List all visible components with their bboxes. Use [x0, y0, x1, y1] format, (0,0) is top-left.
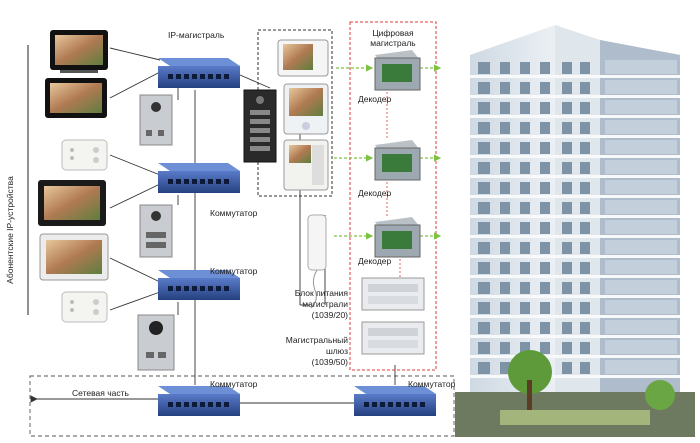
trunk-gateway-label-line2: шлюз — [325, 346, 348, 356]
trunk-gateway-unit — [361, 321, 425, 355]
digital-trunk-label: Цифровая магистраль — [356, 28, 430, 48]
decoder-label-3: Декодер — [358, 256, 392, 266]
connection-lines — [30, 47, 396, 404]
trunk-gateway-label-line3: (1039/50) — [311, 357, 348, 367]
decoder-label-2: Декодер — [358, 188, 392, 198]
door-station-3 — [137, 314, 175, 371]
network-switch-3 — [158, 270, 240, 300]
switch-label-3: Коммутатор — [210, 379, 258, 389]
switch-label-4: Коммутатор — [408, 379, 456, 389]
power-supply-label-line2: магистрали — [302, 299, 348, 309]
switch-label-2: Коммутатор — [210, 266, 258, 276]
network-switch-4 — [158, 386, 240, 416]
digital-trunk-label-line2: магистраль — [370, 38, 416, 48]
subscriber-devices-label-wrap: Абонентские IP-устройства — [5, 150, 15, 310]
power-supply-unit — [361, 277, 425, 311]
video-monitor-2 — [45, 78, 107, 118]
power-supply-label-line1: Блок питания — [294, 288, 348, 298]
decoder-module-2 — [374, 140, 421, 181]
network-switch-1 — [158, 58, 240, 88]
indoor-video-panel-3 — [283, 139, 329, 191]
digital-trunk-label-line1: Цифровая — [372, 28, 414, 38]
door-station-1 — [139, 94, 173, 146]
video-monitor-1 — [50, 30, 108, 73]
digital-trunk-box — [349, 21, 437, 371]
network-switch-5 — [354, 386, 436, 416]
entrance-panel — [243, 89, 277, 163]
decoder-label-1: Декодер — [358, 94, 392, 104]
indoor-video-panel-1 — [277, 39, 329, 77]
network-part-box — [29, 375, 455, 437]
ip-trunk-label: IP-магистраль — [168, 30, 225, 40]
decoder-module-1 — [374, 50, 421, 91]
video-monitor-4 — [39, 233, 109, 281]
power-supply-label: Блок питания магистрали (1039/20) — [290, 288, 348, 321]
trunk-gateway-label-line1: Магистральный — [285, 335, 348, 345]
handset-phone — [307, 214, 327, 309]
power-supply-label-line3: (1039/20) — [311, 310, 348, 320]
trunk-gateway-label: Магистральный шлюз (1039/50) — [282, 335, 348, 368]
switch-label-1: Коммутатор — [210, 208, 258, 218]
network-part-label: Сетевая часть — [72, 388, 129, 398]
subscriber-devices-label: Абонентские IP-устройства — [5, 176, 15, 284]
apartment-building — [455, 25, 695, 437]
audio-handset-1 — [61, 139, 108, 171]
trunk-arrows — [334, 64, 442, 240]
indoor-video-panel-2 — [283, 83, 329, 135]
video-monitor-3 — [38, 180, 106, 226]
network-switch-2 — [158, 163, 240, 193]
audio-handset-2 — [61, 291, 108, 323]
door-station-2 — [139, 204, 173, 258]
decoder-module-3 — [374, 217, 421, 258]
